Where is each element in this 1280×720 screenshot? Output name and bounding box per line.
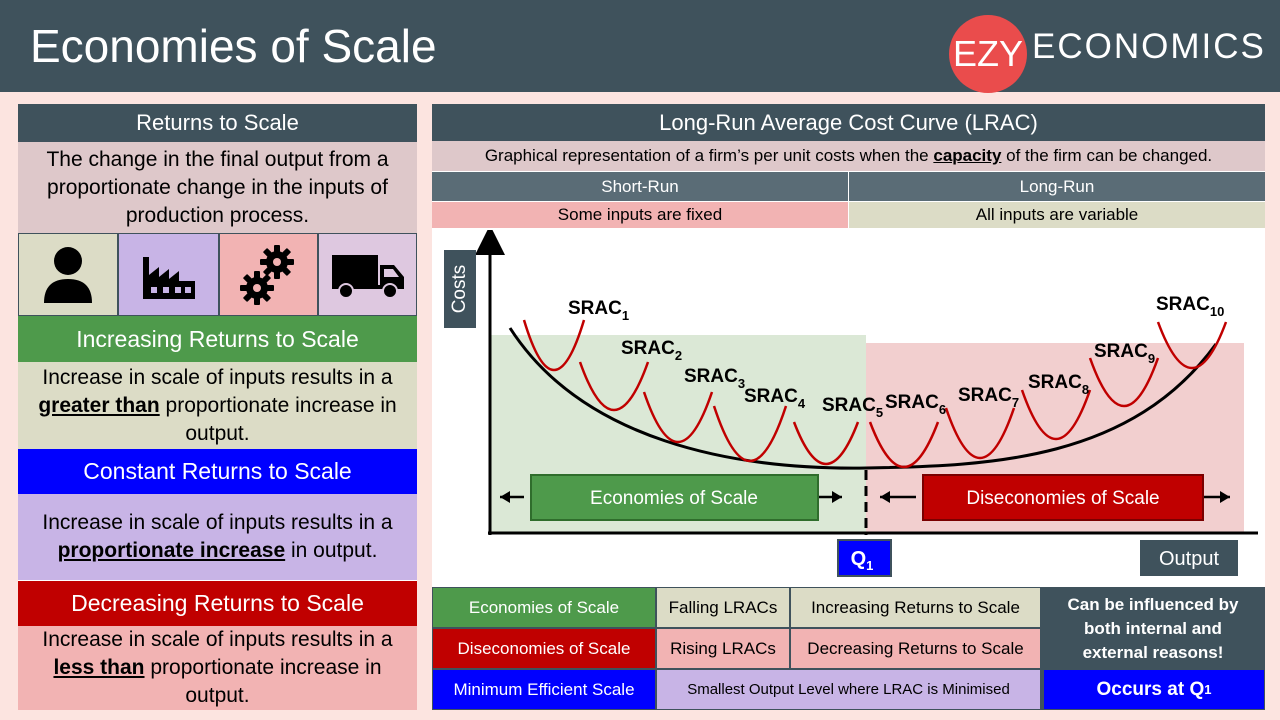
increasing-pre: Increase in scale of inputs results in a (42, 365, 393, 389)
lrac-curve (508, 327, 1218, 470)
q1-label: Q1 (851, 548, 874, 573)
summary-increasing-returns: Increasing Returns to Scale (791, 588, 1040, 627)
x-axis-label-box (1140, 540, 1238, 576)
diseconomies-label: Diseconomies of Scale (966, 488, 1159, 509)
page-title: Economies of Scale (30, 20, 437, 72)
long-run-description: All inputs are variable (849, 202, 1265, 228)
long-run-header: Long-Run (849, 172, 1265, 201)
lrac-title: Long-Run Average Cost Curve (LRAC) (432, 104, 1265, 141)
summary-decreasing-returns: Decreasing Returns to Scale (791, 629, 1040, 668)
decreasing-returns-title: Decreasing Returns to Scale (18, 581, 417, 626)
short-run-description: Some inputs are fixed (432, 202, 848, 228)
constant-returns-title: Constant Returns to Scale (18, 449, 417, 494)
x-axis-label: Output (1159, 548, 1219, 570)
increasing-returns-title: Increasing Returns to Scale (18, 316, 417, 362)
logo-text: ECONOMICS (1032, 27, 1266, 66)
lrac-desc-post: of the firm can be changed. (1006, 146, 1213, 165)
srac-curve-1 (522, 319, 586, 371)
srac-curve-6 (868, 421, 940, 468)
srac-label-10: SRAC10 (1156, 294, 1224, 319)
summary-note: Can be influenced by both internal and e… (1067, 595, 1239, 662)
header-bar (0, 0, 1280, 92)
decreasing-bold: less than (53, 656, 145, 679)
srac-labels: SRAC1 SRAC2 SRAC3 SRAC4 SRAC5 SRAC6 SRAC… (568, 294, 1224, 420)
gears-icon (239, 244, 294, 305)
q1-label-box (837, 539, 892, 577)
srac-label-2: SRAC2 (621, 338, 682, 363)
icon-cell-truck (318, 233, 417, 316)
lrac-description: Graphical representation of a firm’s per… (432, 141, 1265, 171)
srac-label-6: SRAC6 (885, 392, 946, 417)
srac-curve-5 (792, 421, 860, 466)
icon-cell-factory (118, 233, 219, 316)
returns-description: The change in the final output from a pr… (18, 142, 417, 233)
summary-economies: Economies of Scale (433, 588, 655, 627)
constant-returns-description: Increase in scale of inputs results in a… (18, 494, 417, 580)
summary-mes-definition: Smallest Output Level where LRAC is Mini… (657, 670, 1040, 709)
srac-curve-10 (1156, 321, 1228, 369)
srac-label-8: SRAC8 (1028, 372, 1089, 397)
srac-label-4: SRAC4 (744, 386, 806, 411)
factory-icon (142, 256, 195, 299)
y-axis-label: Costs (449, 265, 470, 314)
lrac-desc-bold: capacity (933, 146, 1002, 165)
lrac-chart-svg: Costs SRAC1 SRAC2 SRAC3 SRAC4 SRAC5 SRAC… (444, 225, 1258, 577)
economies-arrowhead-left (500, 491, 510, 503)
srac-curve-8 (1020, 389, 1092, 440)
srac-curves (522, 319, 1228, 468)
diseconomies-label-box (922, 474, 1204, 521)
constant-bold: proportionate increase (57, 539, 286, 562)
constant-post: in output. (291, 539, 378, 562)
lrac-chart: Costs SRAC1 SRAC2 SRAC3 SRAC4 SRAC5 SRAC… (432, 225, 1265, 586)
person-icon (44, 246, 92, 303)
constant-pre: Increase in scale of inputs results in a (42, 511, 393, 534)
decreasing-returns-description: Increase in scale of inputs results in a… (18, 626, 417, 710)
short-run-header: Short-Run (432, 172, 848, 201)
srac-label-3: SRAC3 (684, 366, 745, 391)
increasing-post: proportionate increase in output. (165, 393, 397, 445)
icon-cell-gears (219, 233, 318, 316)
srac-label-1: SRAC1 (568, 298, 629, 323)
returns-title: Returns to Scale (18, 104, 417, 142)
lrac-desc-pre: Graphical representation of a firm’s per… (484, 146, 929, 165)
logo-badge: EZY (949, 15, 1027, 93)
economies-label: Economies of Scale (590, 488, 758, 509)
increasing-bold: greater than (38, 393, 160, 417)
diseconomies-arrowhead-left (880, 491, 890, 503)
srac-curve-7 (944, 407, 1016, 459)
y-axis-label-box (444, 250, 476, 328)
decreasing-post: proportionate increase in output. (150, 656, 382, 707)
summary-falling-lracs: Falling LRACs (657, 588, 789, 627)
truck-icon (331, 254, 404, 299)
summary-rising-lracs: Rising LRACs (657, 629, 789, 668)
decreasing-pre: Increase in scale of inputs results in a (42, 628, 393, 651)
srac-curve-9 (1088, 357, 1160, 407)
srac-label-7: SRAC7 (958, 385, 1019, 410)
srac-curve-3 (642, 391, 714, 443)
diseconomies-arrowhead-right (1220, 491, 1230, 503)
summary-mes: Minimum Efficient Scale (433, 670, 655, 709)
srac-label-5: SRAC5 (822, 395, 883, 420)
economies-arrowhead-right (832, 491, 842, 503)
srac-curve-4 (712, 405, 788, 463)
summary-diseconomies: Diseconomies of Scale (433, 629, 655, 668)
icon-cell-person (18, 233, 118, 316)
srac-label-9: SRAC9 (1094, 341, 1155, 366)
srac-curve-2 (578, 361, 650, 411)
increasing-returns-description: Increase in scale of inputs results in a… (18, 362, 417, 449)
economies-label-box (530, 474, 819, 521)
